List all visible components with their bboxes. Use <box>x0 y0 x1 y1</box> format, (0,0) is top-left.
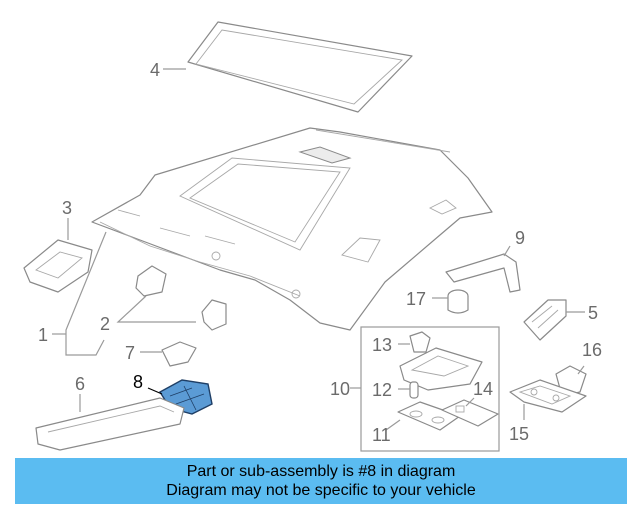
leader-1 <box>65 231 107 356</box>
part-12-bulb[interactable] <box>409 381 419 399</box>
part-2-clip-b[interactable] <box>201 299 227 331</box>
part-17-knob[interactable] <box>447 289 469 314</box>
callout-16[interactable]: 16 <box>582 340 602 360</box>
part-5-bracket[interactable] <box>523 299 567 341</box>
callout-10[interactable]: 10 <box>330 379 350 399</box>
map-light-housing <box>399 347 483 391</box>
leader-8 <box>147 387 163 395</box>
callout-7[interactable]: 7 <box>125 343 135 363</box>
callout-12[interactable]: 12 <box>372 380 392 400</box>
part-9-grab-handle[interactable] <box>445 253 521 293</box>
callout-14[interactable]: 14 <box>473 379 493 399</box>
callout-13[interactable]: 13 <box>372 335 392 355</box>
part-3-dome-light[interactable] <box>23 239 93 293</box>
info-banner: Part or sub-assembly is #8 in diagram Di… <box>15 458 627 504</box>
part-14-lens[interactable] <box>441 399 499 427</box>
part-4-sunroof-seal[interactable] <box>187 21 413 113</box>
part-13-bulb[interactable] <box>409 331 431 353</box>
callout-17[interactable]: 17 <box>406 289 426 309</box>
callout-9[interactable]: 9 <box>515 228 525 248</box>
callout-3[interactable]: 3 <box>62 198 72 218</box>
part-7-clip[interactable] <box>161 341 197 367</box>
part-2-clip-a[interactable] <box>135 265 167 297</box>
callout-8[interactable]: 8 <box>133 372 143 392</box>
leader-14 <box>465 397 475 407</box>
callout-2[interactable]: 2 <box>100 314 110 334</box>
callout-15[interactable]: 15 <box>509 424 529 444</box>
callout-4[interactable]: 4 <box>150 60 160 80</box>
part-6-sun-visor[interactable] <box>35 397 185 451</box>
headliner-panel <box>91 127 493 331</box>
callout-6[interactable]: 6 <box>75 374 85 394</box>
part-group-10-box <box>360 326 500 452</box>
callout-1[interactable]: 1 <box>38 325 48 345</box>
leader-2 <box>116 295 196 323</box>
callout-5[interactable]: 5 <box>588 303 598 323</box>
banner-line-1: Part or sub-assembly is #8 in diagram <box>186 463 456 480</box>
leader-9 <box>503 245 511 257</box>
callout-11[interactable]: 11 <box>372 425 391 445</box>
part-15-lamp-lens[interactable] <box>509 379 587 413</box>
banner-line-2: Diagram may not be specific to your vehi… <box>166 482 476 499</box>
leader-16 <box>577 365 585 375</box>
leader-11 <box>385 419 401 431</box>
